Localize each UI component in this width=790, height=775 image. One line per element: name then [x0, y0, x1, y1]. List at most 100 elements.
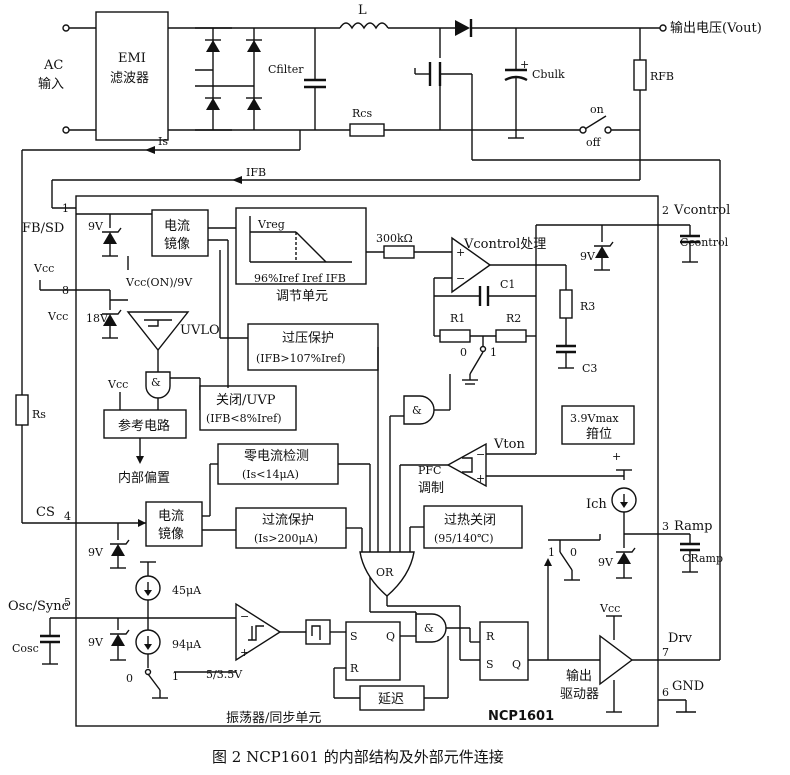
- svg-text:Vcc: Vcc: [599, 602, 620, 615]
- svg-text:内部偏置: 内部偏置: [118, 470, 170, 486]
- svg-text:0: 0: [460, 346, 467, 359]
- svg-text:R: R: [350, 662, 359, 675]
- svg-text:+: +: [240, 646, 249, 659]
- svg-text:4: 4: [64, 510, 71, 523]
- svg-text:+: +: [612, 450, 621, 463]
- svg-text:零电流检测: 零电流检测: [244, 449, 309, 464]
- svg-text:1: 1: [62, 202, 69, 215]
- emi-label: EMI: [118, 51, 146, 66]
- sync-and-gate: &: [369, 596, 480, 643]
- svg-text:参考电路: 参考电路: [118, 418, 170, 434]
- svg-text:Vcc(ON)/9V: Vcc(ON)/9V: [125, 276, 193, 289]
- svg-text:C3: C3: [582, 362, 597, 375]
- return-rail: Rcs on off Is: [22, 103, 640, 154]
- svg-text:−: −: [456, 272, 465, 285]
- ifb-line: IFB: [51, 166, 640, 208]
- svg-text:电流: 电流: [164, 219, 190, 234]
- svg-text:FB/SD: FB/SD: [22, 221, 64, 236]
- svg-text:Vcc: Vcc: [47, 310, 68, 323]
- uvp-block: 关闭/UVP (IFB<8%Iref): [199, 385, 297, 431]
- sr-latch-1: S R Q: [333, 621, 416, 699]
- svg-text:&: &: [412, 404, 422, 417]
- svg-text:2: 2: [662, 204, 669, 217]
- cramp-label: CRamp: [682, 552, 723, 565]
- ac-input: AC 输入: [38, 24, 96, 134]
- svg-text:1: 1: [548, 546, 555, 559]
- svg-text:−: −: [476, 448, 485, 461]
- svg-text:调节单元: 调节单元: [276, 289, 328, 304]
- svg-text:Q: Q: [386, 630, 395, 643]
- cfilter-label: Cfilter: [268, 63, 304, 76]
- emi-filter: EMI 滤波器: [95, 11, 232, 141]
- mosfet: [414, 28, 473, 160]
- zcd-block: 零电流检测 (Is<14μA): [217, 443, 371, 596]
- svg-text:9V: 9V: [88, 220, 104, 233]
- svg-text:9V: 9V: [88, 546, 104, 559]
- svg-text:1: 1: [172, 670, 179, 683]
- svg-text:Vcc: Vcc: [107, 378, 128, 391]
- svg-text:R3: R3: [580, 300, 595, 313]
- svg-text:1: 1: [490, 346, 497, 359]
- svg-text:Osc/Sync: Osc/Sync: [8, 599, 69, 614]
- pin-6-gnd: 6 GND: [658, 679, 704, 713]
- chip-name: NCP1601: [488, 709, 554, 724]
- cbulk: + Cbulk: [504, 28, 565, 139]
- svg-text:Vcc: Vcc: [33, 262, 54, 275]
- otp-block: 过热关闭 (95/140℃): [409, 505, 523, 556]
- svg-text:S: S: [486, 658, 494, 671]
- svg-text:CS: CS: [36, 505, 55, 520]
- svg-text:5: 5: [64, 596, 71, 609]
- rcs-label: Rcs: [352, 107, 372, 120]
- or-gate: OR: [359, 551, 480, 661]
- svg-text:箝位: 箝位: [586, 427, 612, 442]
- svg-text:R1: R1: [450, 312, 465, 325]
- pin-4-cs: CS 4 电流 镜像 9V: [22, 463, 236, 569]
- is-label: Is: [158, 135, 168, 148]
- rs-label: Rs: [32, 408, 46, 421]
- output-diode: 输出电压(Vout): [455, 19, 762, 37]
- cosc-label: Cosc: [12, 642, 39, 655]
- regulation-block: Vreg 96%Iref Iref IFB 调节单元: [235, 207, 384, 304]
- svg-text:过热关闭: 过热关闭: [444, 513, 496, 528]
- svg-text:UVLO: UVLO: [180, 323, 220, 338]
- sr-latch-2: R S Q: [479, 621, 600, 681]
- svg-text:Ich: Ich: [586, 497, 607, 512]
- svg-text:96%Iref Iref IFB: 96%Iref Iref IFB: [254, 272, 346, 285]
- svg-text:0: 0: [570, 546, 577, 559]
- reference-circuit: Vcc 参考电路 内部偏置: [103, 378, 187, 486]
- svg-text:(Is<14μA): (Is<14μA): [242, 468, 299, 481]
- ovp-block: 过压保护 (IFB>107%Iref): [220, 323, 379, 560]
- svg-text:9V: 9V: [88, 636, 104, 649]
- svg-text:镜像: 镜像: [158, 527, 184, 542]
- delay-block: 延迟: [359, 636, 449, 711]
- switch-off-label: off: [586, 136, 602, 149]
- bridge-rectifier: [195, 27, 300, 131]
- svg-text:R2: R2: [506, 312, 521, 325]
- svg-text:45μA: 45μA: [172, 584, 202, 597]
- svg-text:7: 7: [662, 646, 669, 659]
- output-driver: Vcc 输出 驱动器 7 Drv: [472, 159, 721, 713]
- svg-text:R: R: [486, 630, 495, 643]
- svg-text:18V: 18V: [86, 312, 109, 325]
- svg-text:3: 3: [662, 520, 669, 533]
- svg-text:驱动器: 驱动器: [560, 687, 599, 702]
- pin-3-ramp: + Ich 3 Ramp CRamp 9V 1 0: [544, 450, 723, 640]
- rs: Rs: [15, 150, 46, 523]
- svg-text:3.9Vmax: 3.9Vmax: [570, 412, 619, 425]
- svg-text:S: S: [350, 630, 358, 643]
- svg-text:(IFB<8%Iref): (IFB<8%Iref): [206, 412, 282, 425]
- svg-text:Q: Q: [512, 658, 521, 671]
- svg-text:300kΩ: 300kΩ: [376, 232, 413, 245]
- svg-text:(Is>200μA): (Is>200μA): [254, 532, 318, 545]
- svg-text:+: +: [520, 58, 529, 71]
- pin-8-vcc: Vcc 8 Vcc Vcc(ON)/9V 18V UVLO: [33, 262, 220, 372]
- svg-text:Vreg: Vreg: [257, 218, 285, 231]
- svg-text:过压保护: 过压保护: [282, 331, 334, 346]
- vcontrol-processing: 300kΩ + − Vcontrol处理 C1 R1 R2 0 1: [376, 232, 597, 404]
- svg-text:0: 0: [126, 672, 133, 685]
- svg-text:5/3.5V: 5/3.5V: [206, 668, 243, 681]
- svg-text:镜像: 镜像: [164, 237, 190, 252]
- svg-text:Vcontrol处理: Vcontrol处理: [463, 237, 546, 252]
- oscillator-title: 振荡器/同步单元: [226, 711, 321, 726]
